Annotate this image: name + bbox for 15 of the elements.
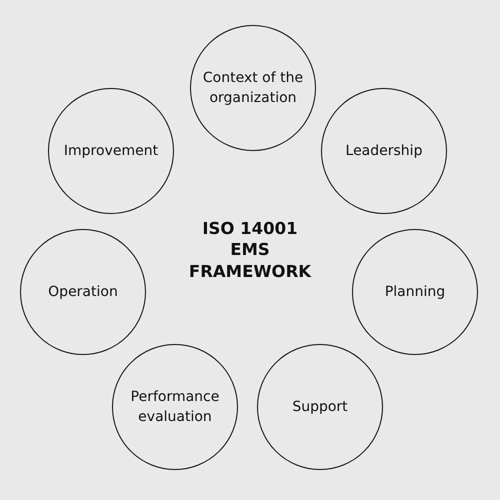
stage-circle (352, 229, 478, 355)
stage-label: Planning (384, 282, 446, 302)
stage-circle (48, 88, 174, 214)
stage-circle (257, 344, 383, 470)
stage-label: Support (291, 398, 349, 417)
stage-circle (190, 25, 316, 151)
stage-circle (321, 88, 447, 214)
stage-circle (112, 344, 238, 470)
stage-label: Improvement (62, 142, 160, 161)
stage-label: Performance evaluation (130, 388, 220, 427)
stage-circle (20, 229, 146, 355)
stage-label: Context of the organization (202, 68, 304, 108)
diagram-title: ISO 14001 EMS FRAMEWORK (188, 218, 312, 282)
stage-label: Operation (47, 282, 119, 302)
stage-label: Leadership (344, 142, 424, 161)
